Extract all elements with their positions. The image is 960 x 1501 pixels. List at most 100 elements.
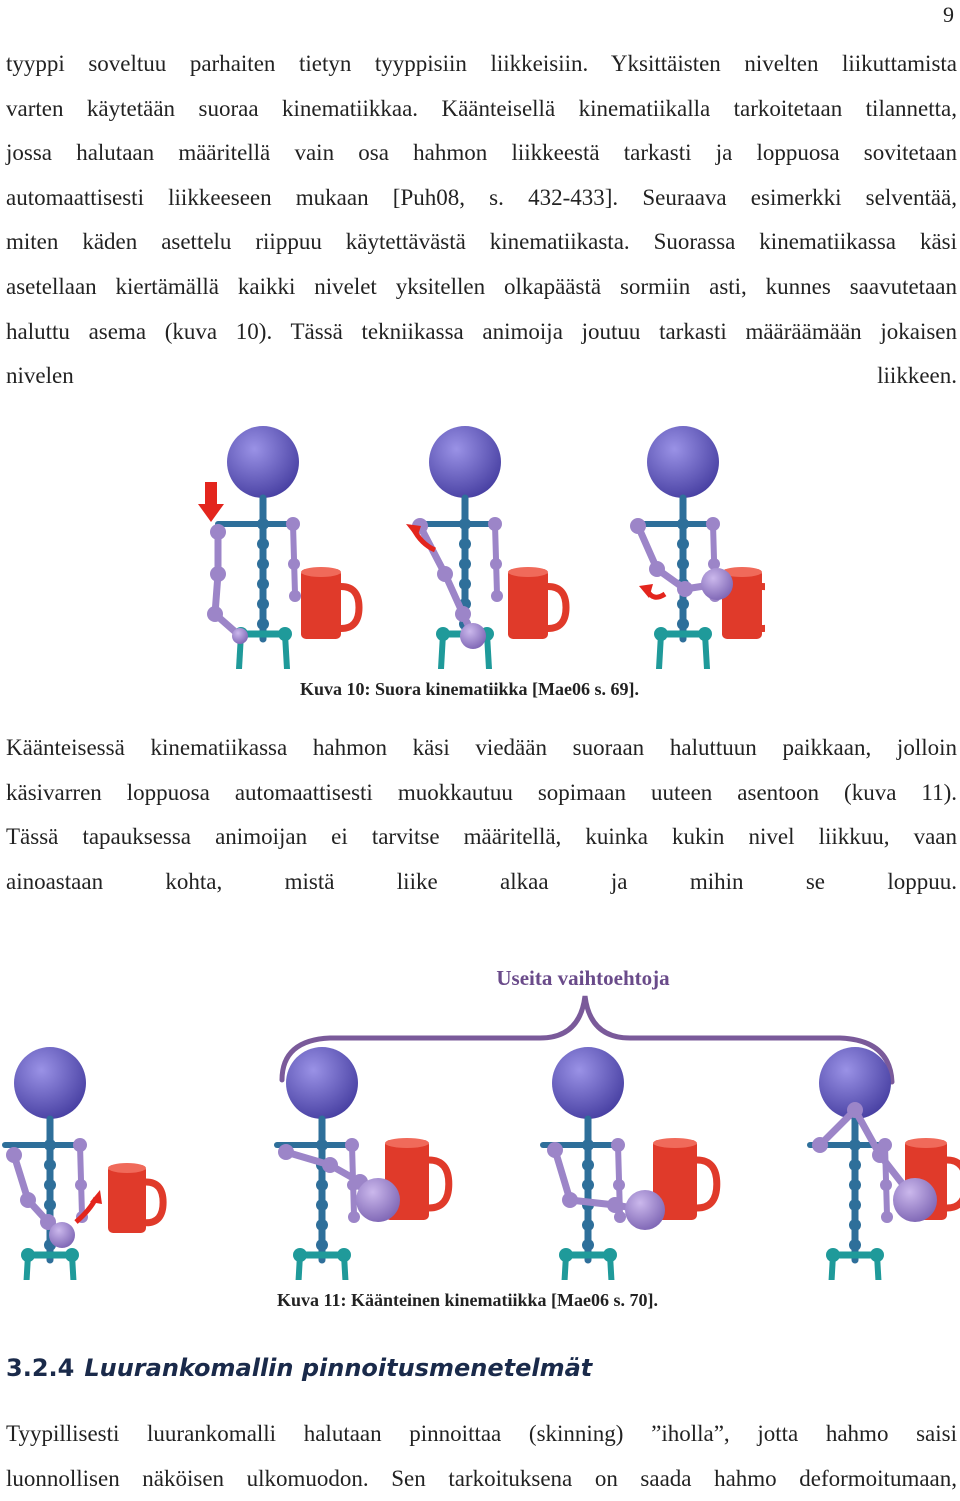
mug-handle	[547, 583, 570, 632]
vertebra	[316, 1199, 328, 1211]
posed-arm-joint	[562, 1192, 578, 1208]
static-shoulder	[488, 517, 502, 531]
static-wrist	[491, 590, 503, 602]
right-hip	[603, 1248, 617, 1262]
posed-arm-segment	[851, 1106, 884, 1159]
posed-arm-joint	[437, 566, 453, 582]
brace-label: Useita vaihtoehtoja	[496, 966, 670, 990]
vertebra	[44, 1139, 56, 1151]
static-elbow	[75, 1179, 87, 1191]
mug-handle	[761, 583, 765, 632]
posed-arm-joint	[6, 1147, 22, 1163]
vertebra	[316, 1139, 328, 1151]
text-line: Tässä tapauksessa animoijan ei tarvitse …	[6, 824, 957, 850]
vertebra	[849, 1179, 861, 1191]
vertebra	[677, 558, 689, 570]
right-hip	[278, 627, 292, 641]
figure-10-caption: Kuva 10: Suora kinematiikka [Mae06 s. 69…	[300, 679, 640, 699]
arrow-head	[406, 524, 421, 538]
vertebra	[257, 538, 269, 550]
posed-arm-joint	[210, 524, 226, 540]
text-line: luonnollisen näköisen ulkomuodon. Sen ta…	[6, 1465, 957, 1491]
static-shoulder	[286, 517, 300, 531]
left-hip	[826, 1248, 840, 1262]
down-arrow-head	[198, 504, 224, 522]
text-line: tyyppi soveltuu parhaiten tietyn tyyppis…	[6, 51, 957, 76]
posed-arm-joint	[649, 561, 665, 577]
vertebra	[316, 1179, 328, 1191]
vertebra	[582, 1159, 594, 1171]
mug-body	[301, 569, 341, 639]
skeleton-figure	[807, 1047, 937, 1280]
figure-11-caption: Kuva 11: Käänteinen kinematiikka [Mae06 …	[277, 1290, 659, 1310]
left-hip	[559, 1248, 573, 1262]
mug-body	[108, 1165, 146, 1233]
arrow-head	[90, 1190, 102, 1204]
hand-sphere	[893, 1178, 937, 1222]
page-number: 9	[943, 2, 954, 27]
mug	[301, 567, 363, 639]
skeleton-figure	[630, 426, 733, 669]
mug-rim	[508, 567, 548, 577]
vertebra	[257, 518, 269, 530]
mug-handle	[696, 1156, 721, 1212]
motion-arrow	[406, 524, 437, 553]
vertebra	[582, 1239, 594, 1251]
static-elbow	[613, 1179, 625, 1191]
mug-rim	[108, 1163, 146, 1173]
text-line: ainoastaan kohta, mistä liike alkaa ja m…	[6, 868, 957, 894]
vertebra	[677, 538, 689, 550]
vertebra	[44, 1159, 56, 1171]
posed-arm-joint	[207, 606, 223, 622]
vertebra	[459, 558, 471, 570]
posed-arm-joint	[322, 1157, 338, 1173]
posed-arm-joint	[607, 1197, 623, 1213]
text-line: käsivarren loppuosa automaattisesti muok…	[6, 779, 957, 805]
head-sphere	[286, 1047, 358, 1119]
static-elbow	[880, 1179, 892, 1191]
head-sphere	[227, 426, 299, 498]
vertebra	[582, 1139, 594, 1151]
right-hip	[65, 1248, 79, 1262]
text-line: miten käden asettelu riippuu käytettäväs…	[6, 229, 957, 255]
skeleton-figure	[412, 426, 503, 669]
body-paragraph-3: Tyypillisesti luurankomalli halutaan pin…	[6, 1412, 957, 1501]
static-shoulder	[611, 1138, 625, 1152]
inverse-kinematics-figure: Useita vaihtoehtoja	[2, 966, 960, 1280]
section-title: Luurankomallin pinnoitusmenetelmät	[84, 1354, 593, 1382]
mug	[508, 567, 570, 639]
mug	[653, 1138, 721, 1220]
head-sphere	[14, 1047, 86, 1119]
vertebra	[849, 1239, 861, 1251]
text-line: automaattisesti liikkeeseen mukaan [Puh0…	[6, 184, 957, 210]
vertebra	[257, 598, 269, 610]
hand-sphere	[701, 568, 733, 600]
vertebra	[677, 618, 689, 630]
mug	[108, 1163, 167, 1233]
vertebra	[44, 1179, 56, 1191]
skeleton-figure	[2, 1047, 88, 1280]
posed-arm-joint	[455, 606, 471, 622]
hand-sphere	[356, 1178, 400, 1222]
vertebra	[316, 1219, 328, 1231]
posed-arm-joint	[847, 1102, 863, 1118]
vertebra	[459, 518, 471, 530]
right-hip	[698, 627, 712, 641]
left-hip	[436, 627, 450, 641]
vertebra	[677, 518, 689, 530]
skeleton-figure	[207, 426, 301, 669]
posed-arm-joint	[547, 1142, 563, 1158]
mug-rim	[301, 567, 341, 577]
posed-arm-joint	[677, 581, 693, 597]
right-hip	[337, 1248, 351, 1262]
skeleton-figure	[274, 1047, 400, 1280]
head-sphere	[647, 426, 719, 498]
vertebra	[582, 1179, 594, 1191]
hand-sphere	[625, 1190, 665, 1230]
brace-shape	[279, 995, 895, 1085]
static-shoulder	[706, 517, 720, 531]
vertebra	[849, 1159, 861, 1171]
forward-kinematics-figure	[198, 426, 765, 669]
text-line: jossa halutaan määritellä vain osa hahmo…	[6, 140, 957, 166]
